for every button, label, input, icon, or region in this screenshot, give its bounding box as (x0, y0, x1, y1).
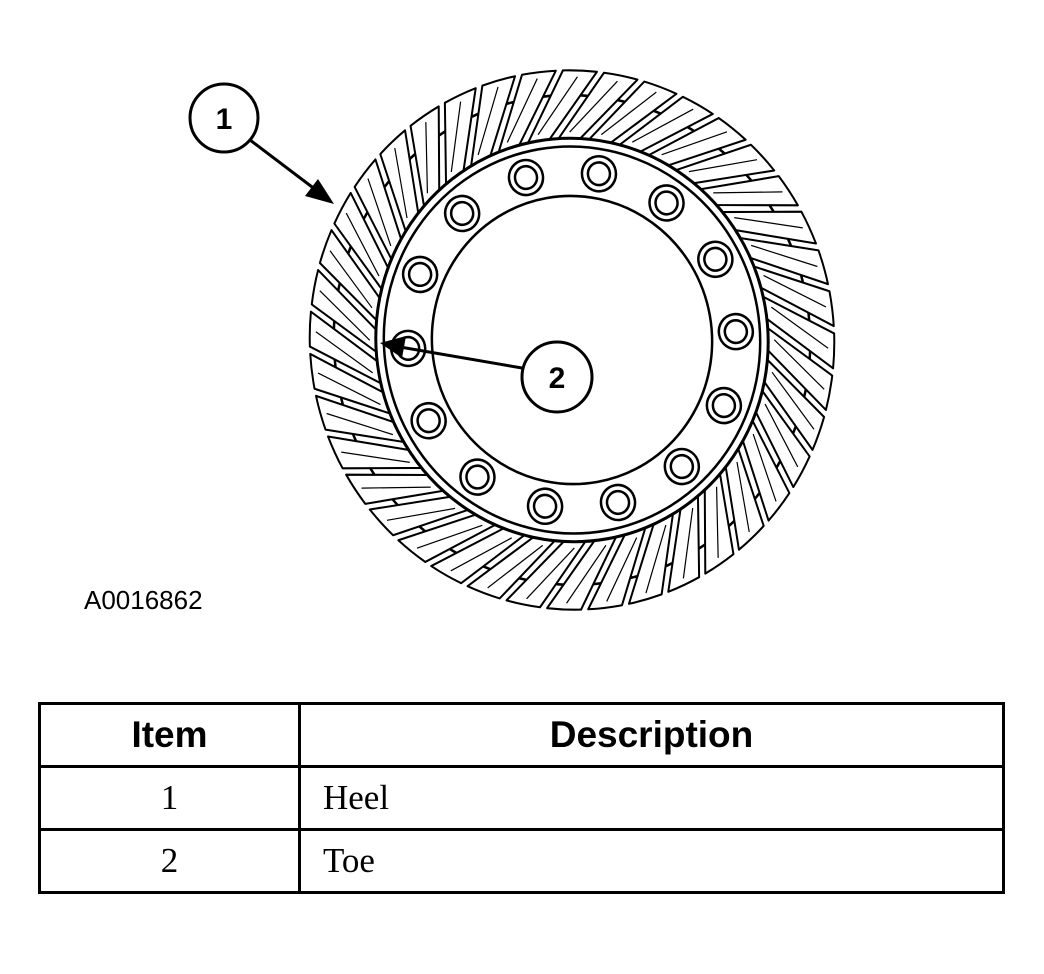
gear-teeth (308, 69, 836, 611)
gear-tooth-line (416, 524, 483, 549)
gear-tooth-line (537, 76, 578, 136)
gear-tooth-line (566, 544, 607, 604)
bolt-hole (586, 161, 612, 187)
gear-tooth-line (645, 524, 667, 594)
header-item: Item (38, 702, 301, 768)
row-description: Heel (298, 765, 1005, 831)
gear-tooth (496, 69, 557, 156)
gear-tooth-line (661, 131, 728, 156)
bolt-hole (605, 489, 631, 516)
gear-tooth-line (367, 178, 392, 247)
gear-tooth-line (361, 486, 431, 489)
gear-tooth-line (713, 191, 783, 194)
gear-tooth-line (682, 507, 694, 579)
callout-2-circle (520, 340, 594, 414)
gear-tooth-line (736, 461, 750, 533)
gear-tooth (368, 495, 472, 537)
bolt-hole (654, 190, 679, 216)
gear-tooth-line (450, 537, 513, 572)
gear-tooth-line (506, 78, 538, 143)
callout-2-leader (399, 345, 523, 370)
gear-tooth-line (763, 274, 827, 308)
gear-tooth (546, 533, 619, 611)
row-item: 1 (38, 765, 301, 831)
bolt-hole (669, 453, 695, 480)
gear-tooth (469, 75, 517, 170)
callout-1-arrowhead (305, 179, 334, 204)
header-description: Description (298, 702, 1005, 768)
gear-tooth (724, 445, 765, 551)
gear-tooth-line (752, 433, 777, 502)
legend-header-row: Item Description (38, 702, 1005, 768)
gear-tooth-line (477, 86, 499, 156)
bolt-hole (723, 319, 749, 345)
gear-diagram: 1 2 A0016862 (84, 69, 836, 615)
figure-id: A0016862 (84, 585, 203, 615)
gear-tooth-line (688, 159, 758, 173)
gear-flange-edge (382, 145, 762, 535)
gear-tooth-line (773, 339, 825, 390)
gear-tooth-line (345, 212, 380, 277)
gear-tooth-line (750, 244, 818, 268)
gear-hub-bore (430, 194, 714, 486)
gear-tooth-line (425, 122, 429, 194)
bolt-hole (711, 392, 737, 419)
gear-tooth (627, 510, 675, 605)
gear-tooth (697, 175, 799, 207)
table-row: 1 Heel (38, 765, 1005, 831)
bolt-hole (449, 200, 475, 227)
gear-tooth (308, 310, 385, 386)
gear-tooth (750, 264, 835, 328)
gear-tooth-line (770, 306, 829, 349)
gear-tooth-line (394, 147, 408, 219)
gear-tooth-line (487, 544, 544, 589)
gear-tooth (703, 470, 735, 575)
gear-tooth-line (329, 250, 373, 309)
gear-tooth (409, 105, 441, 210)
gear-tooth-line (734, 216, 803, 229)
row-item: 2 (38, 828, 301, 894)
table-row: 2 Toe (38, 828, 1005, 894)
bolt-hole (416, 408, 441, 434)
callout-1-circle (188, 82, 260, 154)
callout-1-label: 1 (216, 103, 233, 136)
callout-2-label: 2 (549, 362, 566, 395)
gear-tooth-line (631, 108, 694, 143)
gear-tooth-line (526, 547, 575, 600)
gear-tooth-line (319, 290, 371, 341)
gear-tooth (736, 236, 829, 286)
bolt-hole (465, 464, 490, 490)
gear-tooth-line (341, 451, 410, 464)
callout-1-leader (249, 138, 321, 195)
callout-2-arrowhead (380, 336, 406, 358)
legend-table: Item Description 1 Heel 2 Toe (38, 702, 1005, 894)
gear-tooth (587, 524, 648, 611)
gear-tooth-line (386, 507, 456, 521)
gear-tooth-line (771, 371, 815, 430)
gear-tooth-line (606, 537, 638, 602)
bolt-hole (513, 164, 539, 191)
gear-tooth (379, 129, 420, 235)
gear-tooth-line (715, 486, 719, 558)
gear-tooth (672, 143, 776, 185)
gear-tooth-line (317, 372, 381, 406)
gear-tooth (309, 352, 394, 416)
ring-gear (308, 69, 836, 611)
gear-tooth (315, 394, 408, 444)
gear-tooth (525, 69, 598, 147)
bolt-hole (407, 261, 433, 288)
gear-tooth-line (569, 80, 618, 133)
gear-tooth-line (326, 412, 394, 436)
gear-tooth (759, 294, 836, 370)
gear-tooth-line (764, 403, 799, 468)
bolt-hole (532, 493, 558, 519)
gear-tooth (345, 473, 447, 505)
gear-tooth-line (315, 331, 374, 374)
gear-tooth-line (600, 91, 657, 136)
gear-tooth-line (450, 101, 462, 173)
bolt-hole (703, 246, 728, 272)
row-description: Toe (298, 828, 1005, 894)
